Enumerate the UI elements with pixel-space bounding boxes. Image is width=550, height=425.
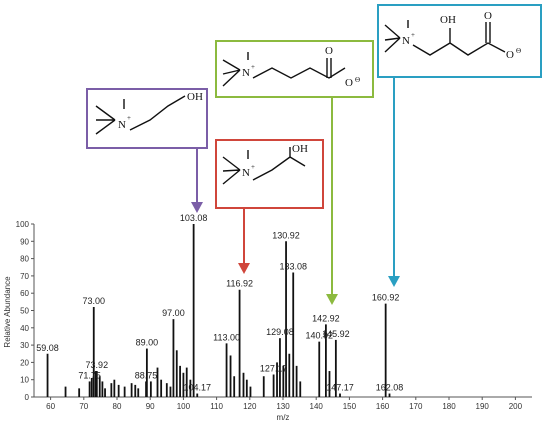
y-tick-label: 100 <box>16 220 30 229</box>
methylcholine-charge: + <box>251 163 255 171</box>
peak-label: 160.92 <box>372 293 400 303</box>
carnitine-carbonyl-oxygen: O <box>484 10 492 22</box>
choline-hydroxyl: OH <box>187 91 203 103</box>
choline-nitrogen: N <box>118 119 126 131</box>
y-tick-label: 0 <box>25 393 30 402</box>
x-tick-label: 150 <box>343 402 357 411</box>
butyrobetaine-carbonyl-oxygen: O <box>325 45 333 57</box>
butyrobetaine-connector <box>326 97 338 305</box>
x-tick-label: 170 <box>409 402 423 411</box>
butyrobetaine-charge: + <box>251 63 255 71</box>
x-tick-label: 190 <box>476 402 490 411</box>
x-tick-label: 140 <box>310 402 324 411</box>
carnitine-box <box>377 4 542 78</box>
y-tick-label: 50 <box>20 307 29 316</box>
peak-label: 103.08 <box>180 213 208 223</box>
y-tick-label: 60 <box>20 289 29 298</box>
methylcholine-hydroxyl: OH <box>292 143 308 155</box>
peak-label: 71.75 <box>78 370 101 380</box>
choline-charge: + <box>127 114 131 122</box>
peak-label: 116.92 <box>226 279 253 289</box>
choline-bonds <box>95 95 186 135</box>
carnitine-oxide: O <box>506 49 514 61</box>
methylcholine-arrowhead <box>238 263 250 274</box>
peak-label: 133.08 <box>279 261 307 271</box>
peak-label: 147.17 <box>326 383 354 393</box>
x-tick-label: 130 <box>276 402 290 411</box>
x-tick-label: 100 <box>177 402 191 411</box>
peak-label: 104.17 <box>183 383 211 393</box>
butyrobetaine-negative-charge: Θ <box>355 76 360 84</box>
carnitine-hydroxyl: OH <box>440 14 456 26</box>
peak-label: 129.08 <box>266 327 294 337</box>
y-tick-label: 10 <box>20 376 29 385</box>
carnitine-structure: N + OH O O Θ <box>377 4 542 78</box>
choline-connector <box>191 148 203 213</box>
peak-label: 88.75 <box>135 370 158 380</box>
butyrobetaine-structure: N + O O Θ <box>215 40 374 98</box>
peak-label: 140.92 <box>305 331 333 341</box>
x-tick-label: 180 <box>442 402 456 411</box>
x-ticks: 60 70 80 90 100 110 120 130 140 150 160 170 180 190 20… <box>46 397 523 411</box>
peak-label: 89.00 <box>136 338 159 348</box>
y-tick-label: 90 <box>20 237 29 246</box>
carnitine-arrowhead <box>388 276 400 287</box>
y-tick-label: 40 <box>20 324 29 333</box>
peak-label: 97.00 <box>162 308 185 318</box>
x-tick-label: 90 <box>146 402 155 411</box>
x-tick-label: 80 <box>113 402 122 411</box>
peak-label: 73.92 <box>86 360 109 370</box>
carnitine-negative-charge: Θ <box>516 47 521 55</box>
peak-label: 145.92 <box>322 329 350 339</box>
x-tick-label: 120 <box>243 402 257 411</box>
x-tick-label: 200 <box>509 402 523 411</box>
butyrobetaine-box <box>215 40 374 98</box>
x-axis-label: m/z <box>277 413 290 422</box>
peak-label: 127.17 <box>260 364 288 374</box>
choline-arrowhead <box>191 202 203 213</box>
peak-label: 142.92 <box>312 313 340 323</box>
butyrobetaine-oxide: O <box>345 77 353 89</box>
butyrobetaine-arrowhead <box>326 294 338 305</box>
peak-label: 162.08 <box>376 383 404 393</box>
y-tick-label: 30 <box>20 341 29 350</box>
carnitine-charge: + <box>411 31 415 39</box>
carnitine-nitrogen: N <box>402 35 410 47</box>
y-tick-label: 20 <box>20 358 29 367</box>
choline-structure: N + OH <box>86 88 208 149</box>
methylcholine-nitrogen: N <box>242 167 250 179</box>
peak-labels: 59.08 71.75 73.00 73.92 88.75 89.00 97.00 103.0… <box>36 213 403 393</box>
choline-box <box>86 88 208 149</box>
methylcholine-connector <box>238 208 250 274</box>
x-tick-label: 110 <box>210 402 223 411</box>
peak-label: 130.92 <box>272 230 300 240</box>
x-tick-label: 70 <box>79 402 88 411</box>
peak-label: 59.08 <box>36 343 59 353</box>
x-tick-label: 60 <box>46 402 55 411</box>
peak-label: 113.00 <box>213 332 240 342</box>
spectrum-peaks <box>46 224 391 397</box>
y-tick-label: 80 <box>20 255 29 264</box>
y-tick-label: 70 <box>20 272 29 281</box>
peak-label: 73.00 <box>82 296 105 306</box>
x-tick-label: 160 <box>376 402 390 411</box>
y-axis-label: Relative Abundance <box>3 276 12 348</box>
butyrobetaine-nitrogen: N <box>242 67 250 79</box>
methylcholine-box <box>215 139 324 209</box>
carnitine-connector <box>388 77 400 287</box>
y-ticks: 0 10 20 30 40 50 60 70 80 90 100 <box>16 220 34 402</box>
methylcholine-structure: N + OH <box>215 139 324 209</box>
